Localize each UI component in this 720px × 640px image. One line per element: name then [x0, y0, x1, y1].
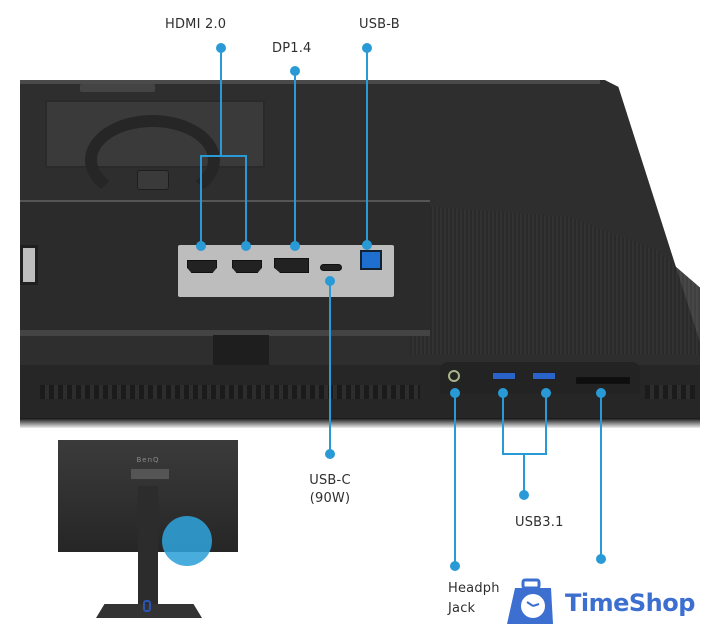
hdmi-label: HDMI 2.0: [165, 17, 227, 32]
hdmi1-port-dot: [196, 241, 206, 251]
power-port: [20, 245, 38, 285]
hdmi-callout-line: [220, 48, 222, 156]
card-reader-callout-line: [600, 393, 602, 560]
usbc-power-label: (90W): [309, 491, 351, 506]
thumbnail-stand-neck: [138, 486, 158, 611]
usb31-label: USB3.1: [515, 515, 564, 530]
usb-a-port-1: [491, 371, 517, 381]
stand-release-latch: [137, 170, 169, 190]
headphone-callout-line: [454, 393, 456, 567]
dp-callout-line: [294, 71, 296, 247]
headphone-jack: [448, 370, 460, 382]
usbb-label: USB-B: [359, 17, 400, 32]
usbc-callout-dot: [325, 449, 335, 459]
usb-c-port: [320, 264, 342, 271]
usbb-port-dot: [362, 240, 372, 250]
usba2-callout-line: [545, 393, 547, 455]
hdmi2-callout-line: [245, 155, 247, 247]
card-reader-slot: [576, 377, 630, 384]
monitor-top-edge: [20, 80, 600, 84]
usba-callout-line: [523, 453, 525, 495]
vent-left: [40, 385, 420, 399]
hdmi2-port-dot: [241, 241, 251, 251]
bottom-shadow: [20, 418, 700, 428]
usbb-callout-line: [366, 48, 368, 246]
usb-b-port: [360, 250, 382, 270]
clock-bag-icon: [505, 578, 561, 628]
headphone-label: Headph: [448, 581, 500, 596]
cable-rail: [20, 330, 430, 336]
usba-callout-dot: [519, 490, 529, 500]
card-reader-callout-dot: [596, 554, 606, 564]
thumbnail-mount: [131, 469, 169, 479]
headphone-callout-dot: [450, 561, 460, 571]
timeshop-watermark: TimeShop: [505, 578, 695, 628]
watermark-text: TimeShop: [565, 589, 695, 617]
dp-port-dot: [290, 241, 300, 251]
vent-right: [645, 385, 695, 399]
thumbnail-highlight-circle: [162, 516, 212, 566]
thumbnail-brand: BenQ: [136, 456, 160, 464]
displayport-port: [274, 258, 309, 273]
hdmi-callout-bracket: [200, 155, 247, 157]
headphone-label-line2: Jack: [448, 601, 476, 616]
hdmi1-callout-line: [200, 155, 202, 247]
hdmi-port-2: [232, 260, 262, 273]
brand-emboss: [80, 84, 155, 92]
usbc-label: USB-C: [309, 473, 351, 488]
usb-a-port-2: [531, 371, 557, 381]
usba1-callout-line: [502, 393, 504, 455]
hdmi-port-1: [187, 260, 217, 273]
usbc-callout-line: [329, 281, 331, 455]
thumbnail-lock-icon: [143, 600, 151, 612]
dp-label: DP1.4: [272, 41, 312, 56]
